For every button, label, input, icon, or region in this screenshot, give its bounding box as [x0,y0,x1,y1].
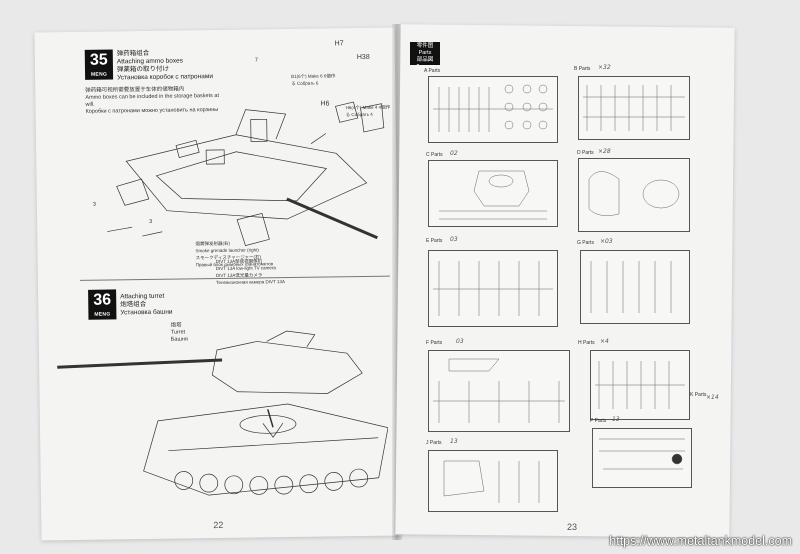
step-36-title: Attaching turret 炮塔组合 Установка башни [120,293,172,318]
sprue-c-label: C Parts [426,152,443,158]
step-35-brand: MENG [90,71,108,78]
sprue-h-label: H Parts [578,340,595,346]
parts-header-ru: Детали [415,64,435,70]
website-watermark: https://www.metaltankmodel.com [609,534,792,548]
sprue-g [580,250,690,324]
sprue-f-label: F Parts [426,340,443,346]
sprue-k-note: ×14 [706,394,719,401]
sprue-p-label: P Parts [590,418,607,424]
sprue-a [428,76,558,143]
step-35-badge: 35 MENG [84,49,114,80]
sprue-c [428,160,558,227]
sprue-f-note: 03 [456,338,464,345]
sprue-p-note: 13 [612,416,620,423]
sprue-h [590,350,690,420]
sprue-b [578,76,690,140]
left-page: 35 MENG 弹药箱组合 Attaching ammo boxes 弾薬箱の取… [34,27,402,541]
sprue-k-label: K Parts [690,392,707,398]
step-36-brand: MENG [94,311,111,318]
step-35-number: 35 [89,51,108,69]
sprue-j-label: J Parts [426,440,442,446]
camera-ru: Телевизионная камера DIVT 13A [215,279,285,286]
sprue-e-label: E Parts [426,238,443,244]
parts-header: 零件图 Parts 部品図 Детали [410,42,440,70]
step-36-title-ru: Установка башни [120,308,173,317]
part-h38-label: H38 [356,53,370,62]
step-35-title-ru: Установка коробок с патронами [117,73,213,82]
right-page-number: 23 [567,522,578,532]
sprue-g-label: G Parts [577,240,594,246]
step-35-tank-drawing [107,101,385,247]
step-36-badge: 36 MENG [88,289,117,320]
sprue-e [428,250,558,327]
sprue-c-note: 02 [450,150,458,157]
camera-callout: DIVT 13A型夜视摄像机 DIVT 13A low-light TV cam… [216,257,321,286]
sprue-f [428,350,570,432]
sprue-d-label: D Parts [577,150,594,156]
sprue-j [428,450,558,512]
parts-header-cn: 零件图 [416,43,434,49]
sprue-p [592,428,692,488]
sprue-d [578,158,690,232]
sprue-b-note: ×32 [598,64,611,71]
left-page-number: 22 [213,519,224,531]
sprue-b-label: B Parts [574,66,591,72]
qty-marker-7: 7 [254,57,258,64]
sprue-e-note: 03 [450,236,458,243]
part-b1-qty: B1(6个) Make 6 6個作る Собрать 6 [291,73,336,86]
sprue-g-note: ×03 [600,238,613,245]
parts-header-jp: 部品図 [416,57,434,63]
step-35-title: 弹药箱组合 Attaching ammo boxes 弾薬箱の取り付け Уста… [117,49,213,82]
step-36-tank-drawing [57,330,389,496]
parts-header-en: Parts [418,50,432,56]
sprue-d-note: ×28 [598,148,611,155]
sprue-a-label: A Parts [424,68,441,74]
sprue-h-note: ×4 [600,338,609,345]
sprue-j-note: 13 [450,438,458,445]
part-h7-label: H7 [334,40,344,48]
step-36-number: 36 [93,291,112,309]
